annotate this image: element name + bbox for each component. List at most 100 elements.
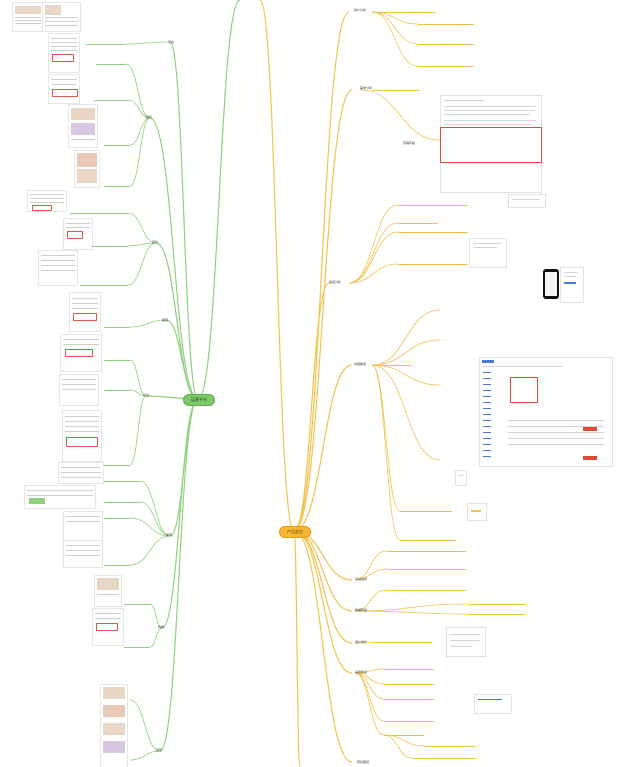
root-node-right[interactable]: 产品定位 — [279, 526, 311, 538]
leaf-l-7[interactable] — [92, 246, 128, 247]
right-branch-0[interactable]: 用户分析 — [354, 8, 367, 12]
leaf-r-21[interactable] — [384, 699, 434, 700]
leaf-l-17[interactable] — [124, 604, 150, 605]
thumb-7[interactable] — [27, 190, 67, 212]
screenshot-panel-2[interactable] — [508, 194, 546, 208]
left-branch-5[interactable]: 矩阵 — [166, 533, 173, 537]
leaf-l-13[interactable] — [104, 481, 140, 482]
thumb-18[interactable] — [94, 575, 122, 607]
leaf-l-4[interactable] — [104, 145, 130, 146]
thumb-13[interactable] — [62, 410, 102, 462]
leaf-r-8[interactable] — [398, 232, 468, 233]
thumb-3[interactable] — [48, 33, 80, 73]
leaf-r-5[interactable] — [372, 90, 420, 91]
thumb-5[interactable] — [68, 104, 98, 148]
left-main-edge-3 — [165, 319, 199, 400]
left-branch-4[interactable]: 平台 — [143, 393, 150, 397]
leaf-l-8[interactable] — [80, 285, 128, 286]
dashboard-panel[interactable] — [479, 357, 613, 467]
leaf-r-15[interactable] — [386, 590, 466, 591]
leaf-r-22[interactable] — [384, 721, 434, 722]
thumb-15[interactable] — [24, 485, 96, 509]
leaf-r-20[interactable] — [384, 684, 434, 685]
thumb-10[interactable] — [69, 292, 101, 332]
leaf-l-11[interactable] — [104, 390, 130, 391]
thumb-11[interactable] — [60, 334, 102, 372]
thumb-14[interactable] — [58, 462, 104, 484]
leaf-l-5[interactable] — [104, 186, 130, 187]
small-panel-2[interactable] — [467, 503, 487, 521]
right-branch-7[interactable]: 用户增长 — [355, 640, 368, 644]
right-branch-8[interactable]: 品牌建设 — [355, 670, 368, 674]
leaf-l-10[interactable] — [104, 360, 130, 361]
root-node-left[interactable]: 运营平台 — [183, 394, 215, 406]
link-panel-1[interactable] — [474, 694, 512, 714]
leaf-l-18[interactable] — [124, 647, 150, 648]
leaf-r-12[interactable] — [400, 540, 456, 541]
right-branch-6[interactable]: 数据复盘 — [355, 608, 368, 612]
screenshot-panel-1[interactable] — [469, 238, 507, 268]
leaf-r-16[interactable] — [468, 604, 526, 605]
thumb-19[interactable] — [92, 608, 124, 646]
leaf-r-4[interactable] — [418, 66, 474, 67]
right-branch-3[interactable]: 渠道分析 — [329, 280, 342, 284]
leaf-r-23[interactable] — [384, 735, 424, 736]
leaf-r-6[interactable] — [398, 205, 468, 206]
leaf-l-1[interactable] — [86, 44, 124, 45]
thumb-6[interactable] — [74, 150, 100, 188]
thumb-2[interactable] — [42, 2, 81, 32]
form-panel[interactable] — [446, 627, 486, 657]
leaf-r-18[interactable] — [372, 642, 432, 643]
left-branch-1[interactable]: 目标 — [146, 115, 153, 119]
leaf-l-2[interactable] — [96, 64, 126, 65]
thumb-16[interactable] — [63, 511, 103, 541]
right-branch-5[interactable]: 活动运营 — [355, 577, 368, 581]
thumb-4[interactable] — [48, 74, 80, 104]
leaf-r-3[interactable] — [418, 44, 474, 45]
leaf-l-16[interactable] — [104, 565, 130, 566]
leaf-r-11[interactable] — [400, 511, 452, 512]
leaf-r-13[interactable] — [386, 551, 466, 552]
leaf-r-9[interactable] — [398, 264, 468, 265]
phone-mockup — [543, 269, 559, 299]
leaf-r-1[interactable] — [372, 12, 436, 13]
leaf-l-3[interactable] — [94, 100, 128, 101]
left-branch-0[interactable]: 平台 — [168, 40, 175, 44]
left-branch-2[interactable]: 定位 — [152, 240, 159, 244]
leaf-l-6[interactable] — [70, 213, 128, 214]
left-sub-edge-4 — [129, 117, 151, 187]
leaf-r-24[interactable] — [424, 746, 476, 747]
leaf-l-12[interactable] — [104, 465, 130, 466]
right-branch-9[interactable]: 转化路径 — [357, 760, 370, 764]
leaf-l-15[interactable] — [104, 518, 130, 519]
leaf-r-10[interactable] — [372, 365, 412, 366]
right-branch-4[interactable]: 内容策划 — [354, 362, 367, 366]
thumb-8[interactable] — [63, 218, 93, 250]
thumb-17[interactable] — [63, 540, 103, 568]
thumb-20[interactable] — [100, 684, 128, 767]
leaf-l-9[interactable] — [104, 327, 130, 328]
left-sub-edge-17 — [149, 627, 163, 648]
leaf-r-14[interactable] — [386, 569, 466, 570]
left-branch-6[interactable]: 内容 — [158, 625, 165, 629]
thumb-1[interactable] — [12, 2, 44, 32]
mobile-panel[interactable] — [560, 267, 584, 303]
leaf-r-19[interactable] — [384, 669, 434, 670]
leaf-r-17[interactable] — [468, 614, 526, 615]
right-branch-1[interactable]: 需求分析 — [360, 86, 373, 90]
left-sub-edge-9 — [129, 359, 147, 397]
leaf-r-7[interactable] — [398, 223, 438, 224]
root-node-left-label: 运营平台 — [191, 397, 207, 402]
left-branch-7[interactable]: 运营 — [156, 748, 163, 752]
leaf-l-14[interactable] — [104, 502, 140, 503]
leaf-r-25[interactable] — [412, 758, 476, 759]
thumb-12[interactable] — [59, 374, 99, 406]
right-branch-2[interactable]: 营销手段 — [403, 141, 416, 145]
leaf-r-2[interactable] — [418, 24, 474, 25]
small-panel-1[interactable] — [455, 470, 467, 486]
right-sub-edge-22 — [354, 672, 385, 700]
left-sub-edge-11 — [129, 395, 147, 466]
left-branch-3[interactable]: 渠道 — [162, 318, 169, 322]
thumb-9[interactable] — [38, 250, 78, 286]
